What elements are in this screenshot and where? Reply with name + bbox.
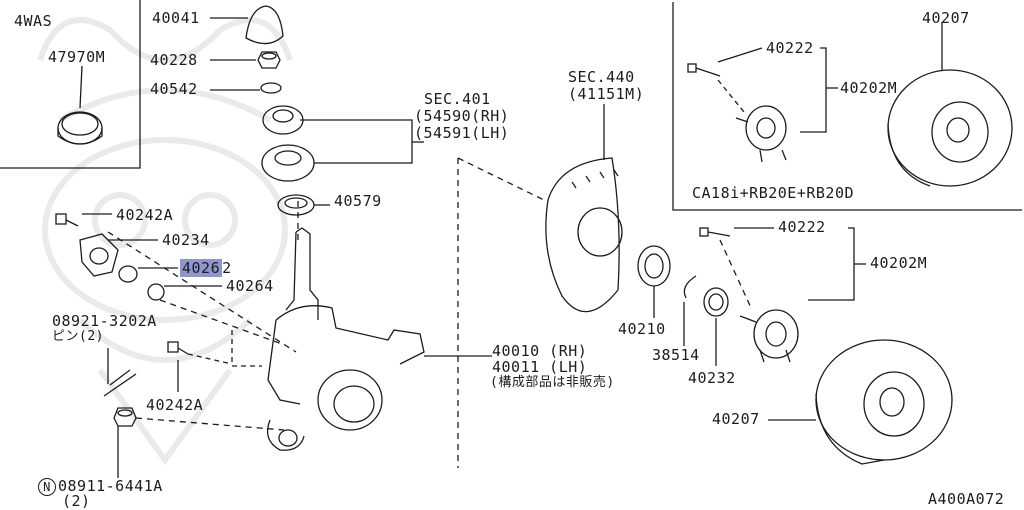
pin-note: ピン(2)	[52, 329, 104, 344]
nut-code-label[interactable]: 08911-6441A	[58, 477, 163, 495]
bolt-40242a-upper-shape	[55, 213, 79, 227]
part-40579-label[interactable]: 40579	[334, 192, 382, 210]
sec401-rh[interactable]: (54590(RH)	[414, 107, 510, 125]
knuckle-lh-label[interactable]: 40011 (LH)	[492, 358, 588, 376]
part-40207-main-label[interactable]: 40207	[712, 410, 760, 428]
knuckle-note: (構成部品は非販売)	[490, 375, 615, 390]
knuckle-rh-label[interactable]: 40010 (RH)	[492, 342, 588, 360]
hub-inset-shape	[735, 105, 787, 163]
part-47970m-label[interactable]: 47970M	[48, 48, 106, 66]
part-40264-label[interactable]: 40264	[226, 277, 274, 295]
sec440-sub[interactable]: (41151M)	[568, 85, 645, 103]
ring-47970m-shape	[57, 65, 103, 145]
part-40242a-upper-label[interactable]: 40242A	[116, 206, 174, 224]
part-40202m-inset-label[interactable]: 40202M	[840, 79, 898, 97]
splash-shield-shape	[545, 157, 623, 313]
knuckle-shape	[266, 227, 425, 451]
seal-40232-shape	[703, 287, 729, 317]
nissan-watermark	[37, 17, 293, 466]
snap-ring-shape	[683, 275, 697, 299]
part-40234-label[interactable]: 40234	[162, 231, 210, 249]
bearing-40210-shape	[637, 245, 671, 287]
nut-08911-shape	[113, 407, 137, 427]
rotor-main-shape	[815, 339, 953, 465]
part-40202m-main-label[interactable]: 40202M	[870, 254, 928, 272]
rotor-inset-shape	[887, 69, 1013, 187]
bracket-40234-shape	[79, 233, 119, 277]
part-40222-main-label[interactable]: 40222	[778, 218, 826, 236]
highlight-marker[interactable]: 4026	[180, 259, 223, 277]
pin-shape	[103, 369, 137, 397]
part-40222-inset-label[interactable]: 40222	[766, 39, 814, 57]
nut-qty-label: (2)	[62, 492, 91, 510]
engine-variant-label: CA18i+RB20E+RB20D	[692, 184, 855, 202]
pin-code-label[interactable]: 08921-3202A	[52, 312, 157, 330]
part-40542-label[interactable]: 40542	[150, 80, 198, 98]
bolt-40242a-lower-shape	[167, 341, 189, 355]
hub-main-shape	[739, 309, 799, 363]
part-40228-label[interactable]: 40228	[150, 51, 198, 69]
bolt-40222-inset-shape	[687, 63, 721, 77]
sec401-title[interactable]: SEC.401	[424, 90, 491, 108]
inset-right-border	[672, 2, 1022, 211]
diagram-id: A400A072	[928, 490, 1005, 508]
nut-mark-circle: N	[38, 478, 56, 496]
part-40041-label[interactable]: 40041	[152, 9, 200, 27]
sec440-title[interactable]: SEC.440	[568, 68, 635, 86]
variant-label: 4WAS	[14, 12, 53, 30]
part-38514-label[interactable]: 38514	[652, 346, 700, 364]
part-4026-tail: 2	[222, 259, 232, 277]
part-40210-label[interactable]: 40210	[618, 320, 666, 338]
part-40232-label[interactable]: 40232	[688, 369, 736, 387]
part-40207-inset-label[interactable]: 40207	[922, 9, 970, 27]
part-40242a-lower-label[interactable]: 40242A	[146, 396, 204, 414]
inset-left-border	[0, 0, 141, 169]
sec401-lh[interactable]: (54591(LH)	[414, 124, 510, 142]
bolt-40222-main-shape	[699, 227, 731, 237]
boot-shape	[245, 5, 284, 45]
